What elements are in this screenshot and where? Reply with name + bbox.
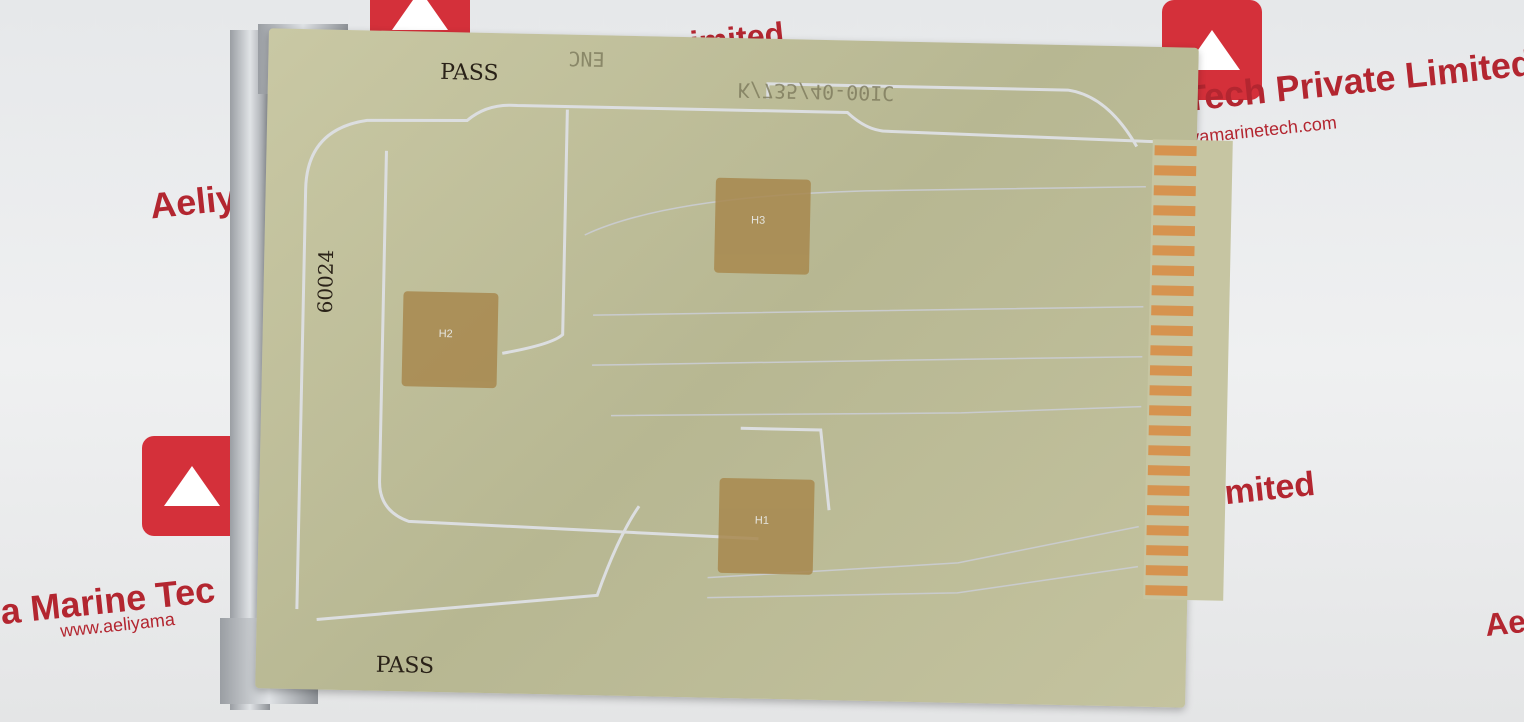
part-number: K/735/40-00IC — [737, 78, 895, 106]
board-label: ENC — [568, 46, 605, 72]
pass-stamp-bottom: PASS — [375, 652, 435, 679]
watermark-text: Ae — [1483, 602, 1524, 644]
serial-number: 60024 — [312, 249, 339, 314]
chip-label: H1 — [754, 514, 769, 527]
chip-h3: H3 — [713, 177, 811, 275]
chip-h2: H2 — [401, 291, 499, 389]
chip-h1: H1 — [717, 477, 815, 575]
circuit-board: PASS PASS 60024 K/735/40-00IC ENC H2 H3 … — [255, 28, 1199, 708]
chip-label: H3 — [750, 214, 766, 227]
watermark-text: imited — [1213, 464, 1317, 514]
circuit-traces — [295, 82, 1167, 621]
chip-label: H2 — [438, 327, 453, 341]
edge-connector — [1143, 139, 1233, 601]
pass-stamp-top: PASS — [439, 59, 499, 87]
brand-logo-icon — [142, 436, 242, 536]
